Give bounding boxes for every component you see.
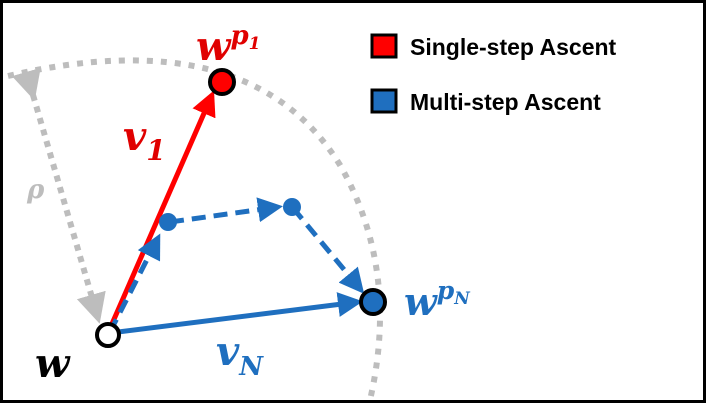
legend-label-multi-step: Multi-step Ascent bbox=[410, 89, 601, 115]
origin-label: w bbox=[35, 340, 71, 387]
multi-vector-label: vN bbox=[216, 328, 264, 382]
radius-label: ρ bbox=[26, 175, 45, 205]
multi-step-segment bbox=[169, 197, 283, 225]
multi-step-endpoint bbox=[359, 288, 387, 316]
legend-label-single-step: Single-step Ascent bbox=[410, 34, 617, 60]
legend-swatch-single-step bbox=[370, 33, 398, 59]
multi-step-vector bbox=[109, 292, 363, 336]
legend: Single-step Ascent Multi-step Ascent bbox=[370, 33, 617, 115]
multi-step-segment bbox=[107, 233, 161, 334]
origin-point bbox=[95, 322, 121, 348]
radius-arrow bbox=[11, 67, 106, 324]
intermediate-point bbox=[283, 198, 301, 216]
intermediate-point bbox=[159, 213, 177, 231]
ascent-diagram: wp1 v1 ρ wpN vN w Single-step Ascent Mul… bbox=[7, 21, 617, 400]
legend-swatch-multi-step bbox=[370, 88, 398, 114]
multi-endpoint-label: wpN bbox=[404, 276, 471, 324]
single-step-endpoint bbox=[208, 68, 236, 96]
single-step-vector bbox=[105, 90, 216, 335]
single-vector-label: v1 bbox=[123, 113, 166, 167]
multi-step-segment bbox=[291, 206, 365, 294]
single-endpoint-label: wp1 bbox=[196, 21, 260, 70]
